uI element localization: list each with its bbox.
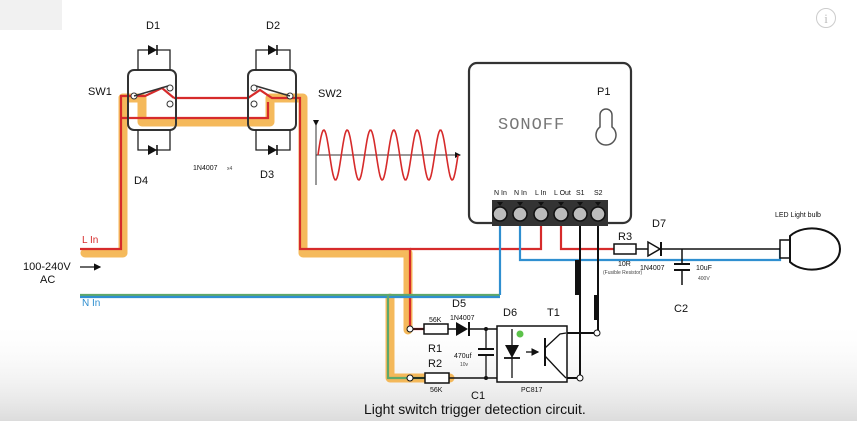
led-bulb-label: LED Light bulb: [775, 212, 821, 219]
d1-label: D1: [146, 20, 160, 32]
terminal-label-1: N In: [494, 190, 507, 197]
corner-shade: [0, 0, 62, 30]
sw2-label: SW2: [318, 88, 342, 100]
neutral-wire: [80, 215, 782, 380]
diode-d3: [255, 130, 291, 155]
p1-label: P1: [597, 86, 610, 98]
ac-waveform: [313, 120, 461, 185]
r3-note: (Fusible Resistor): [603, 270, 643, 276]
terminal-label-3: L In: [535, 190, 547, 197]
c1-voltage: 10v: [460, 362, 469, 368]
capacitor-c2: [674, 249, 690, 285]
r3-value: 10R: [618, 261, 631, 268]
switch-sw2: [247, 69, 297, 131]
optocoupler-t1: [496, 325, 601, 383]
optocoupler-part: PC817: [521, 387, 543, 394]
bottom-shade: [0, 320, 857, 421]
sw1-label: SW1: [88, 86, 112, 98]
bridge-part-label: 1N4007: [193, 165, 218, 172]
n-in-label: N In: [82, 298, 100, 309]
diode-d7: [647, 240, 780, 258]
info-icon[interactable]: i: [816, 8, 836, 28]
capacitor-c1: [478, 327, 494, 378]
d5-label: D5: [452, 298, 466, 310]
c1-value: 470uf: [454, 353, 472, 360]
terminal-label-2: N In: [514, 190, 527, 197]
input-voltage-label: 100-240V: [23, 261, 71, 273]
d2-label: D2: [266, 20, 280, 32]
resistor-r1: [406, 323, 456, 335]
bridge-qty-label: x4: [227, 166, 233, 172]
r3-label: R3: [618, 231, 632, 243]
d4-label: D4: [134, 175, 148, 187]
r2-value: 56K: [430, 387, 443, 394]
diode-d4: [137, 130, 171, 155]
d7-label: D7: [652, 218, 666, 230]
input-ac-label: AC: [40, 274, 55, 286]
c2-label: C2: [674, 303, 688, 315]
switch-sw1: [127, 69, 177, 131]
r1-value: 56K: [429, 317, 442, 324]
terminal-label-6: S2: [594, 190, 603, 197]
r2-label: R2: [428, 358, 442, 370]
diode-d2: [255, 45, 291, 70]
terminal-label-5: S1: [576, 190, 585, 197]
c2-voltage: 400V: [698, 276, 710, 282]
r1-label: R1: [428, 343, 442, 355]
d7-part: 1N4007: [640, 265, 665, 272]
led-bulb-icon: [779, 227, 842, 271]
d5-part: 1N4007: [450, 315, 475, 322]
sonoff-brand: SONOFF: [498, 116, 565, 135]
d3-label: D3: [260, 169, 274, 181]
sonoff-terminals: [492, 202, 606, 222]
terminal-label-4: L Out: [554, 190, 571, 197]
c1-label: C1: [471, 390, 485, 402]
sonoff-module: [467, 61, 633, 226]
t1-label: T1: [547, 307, 560, 319]
bulb-outline-icon: [595, 108, 617, 146]
resistor-r3: [613, 243, 648, 255]
diode-d1: [137, 45, 171, 70]
l-in-label: L In: [82, 235, 98, 246]
diagram-caption: Light switch trigger detection circuit.: [364, 401, 586, 417]
d6-label: D6: [503, 307, 517, 319]
c2-value: 10uF: [696, 265, 712, 272]
